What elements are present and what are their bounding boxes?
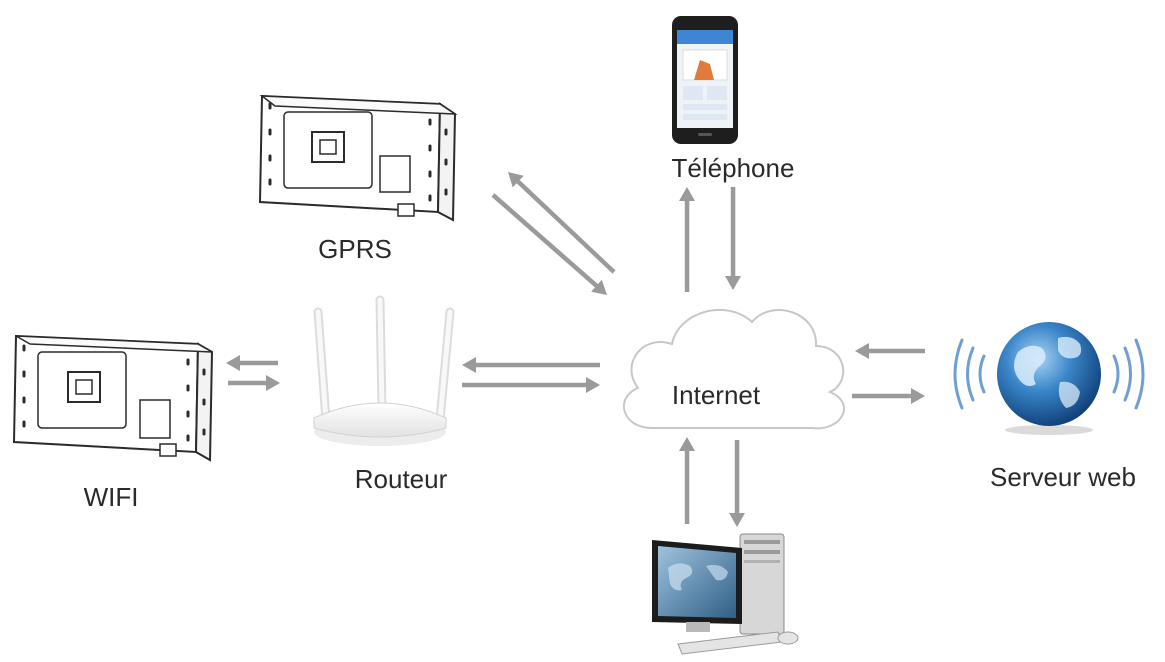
phone-label: Téléphone — [671, 153, 795, 183]
gprs-inverter-icon — [258, 94, 458, 222]
internet-router-arrow — [462, 357, 600, 373]
internet-phone-arrow — [679, 187, 695, 292]
arrows — [226, 172, 925, 527]
cloud-icon — [622, 308, 845, 430]
gprs-internet-arrow — [491, 193, 607, 295]
server-internet-arrow — [855, 343, 925, 359]
wifi-router-arrow — [228, 375, 280, 391]
desktop-computer-icon — [652, 533, 799, 655]
router-label: Routeur — [354, 464, 448, 494]
gprs-label: GPRS — [318, 234, 392, 264]
smartphone-icon — [672, 16, 738, 144]
wifi-label: WIFI — [83, 482, 139, 512]
server-label: Serveur web — [990, 462, 1136, 492]
computer-internet-arrow — [679, 437, 695, 524]
router-wifi-arrow — [226, 355, 278, 371]
globe-icon — [953, 322, 1145, 435]
router-internet-arrow — [462, 377, 600, 393]
phone-internet-arrow — [725, 187, 741, 290]
wifi-inverter-icon — [12, 334, 214, 462]
internet-server-arrow — [852, 388, 925, 404]
internet-label: Internet — [671, 380, 761, 410]
internet-gprs-arrow — [508, 172, 616, 274]
router-icon — [313, 295, 455, 446]
internet-computer-arrow — [729, 440, 745, 527]
